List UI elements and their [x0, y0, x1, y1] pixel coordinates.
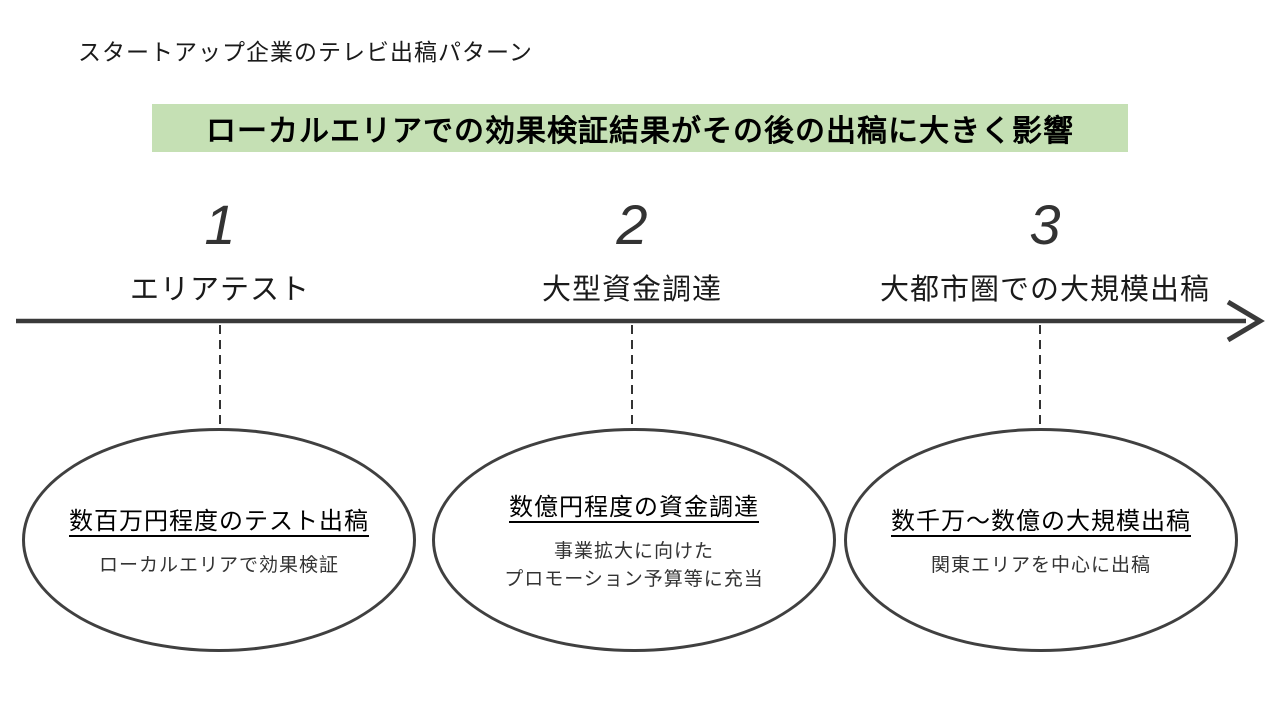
step-1-number: 1	[204, 193, 236, 256]
ellipse-1-subtext: ローカルエリアで効果検証	[98, 554, 339, 576]
ellipse-1-heading: 数百万円程度のテスト出稿	[69, 507, 369, 535]
ellipse-large-scale: 数千万～数億の大規模出稿 関東エリアを中心に出稿	[844, 428, 1238, 652]
ellipse-2-subtext-line-1: 事業拡大に向けた	[553, 540, 714, 562]
highlight-banner: ローカルエリアでの効果検証結果がその後の出稿に大きく影響	[152, 104, 1128, 152]
step-2-label: 大型資金調達	[541, 274, 722, 306]
ellipse-funding: 数億円程度の資金調達 事業拡大に向けた プロモーション予算等に充当	[432, 428, 836, 652]
ellipse-3-heading: 数千万～数億の大規模出稿	[891, 507, 1191, 535]
timeline-step-2: 2 大型資金調達	[482, 192, 782, 308]
ellipse-3-subtext: 関東エリアを中心に出稿	[930, 554, 1151, 576]
step-3-label: 大都市圏での大規模出稿	[879, 274, 1210, 306]
ellipse-2-subtext: 事業拡大に向けた プロモーション予算等に充当	[504, 538, 764, 593]
step-2-number: 2	[616, 193, 648, 256]
page-title: スタートアップ企業のテレビ出稿パターン	[78, 39, 533, 65]
arrowhead-icon	[1226, 299, 1265, 343]
ellipse-area-test: 数百万円程度のテスト出稿 ローカルエリアで効果検証	[22, 428, 416, 652]
ellipse-2-subtext-line-2: プロモーション予算等に充当	[504, 568, 764, 590]
timeline-step-1: 1 エリアテスト	[70, 192, 370, 308]
step-1-label: エリアテスト	[129, 274, 310, 306]
step-3-number: 3	[1029, 193, 1061, 256]
timeline-step-3: 3 大都市圏での大規模出稿	[835, 192, 1255, 308]
ellipse-2-heading: 数億円程度の資金調達	[509, 493, 759, 521]
